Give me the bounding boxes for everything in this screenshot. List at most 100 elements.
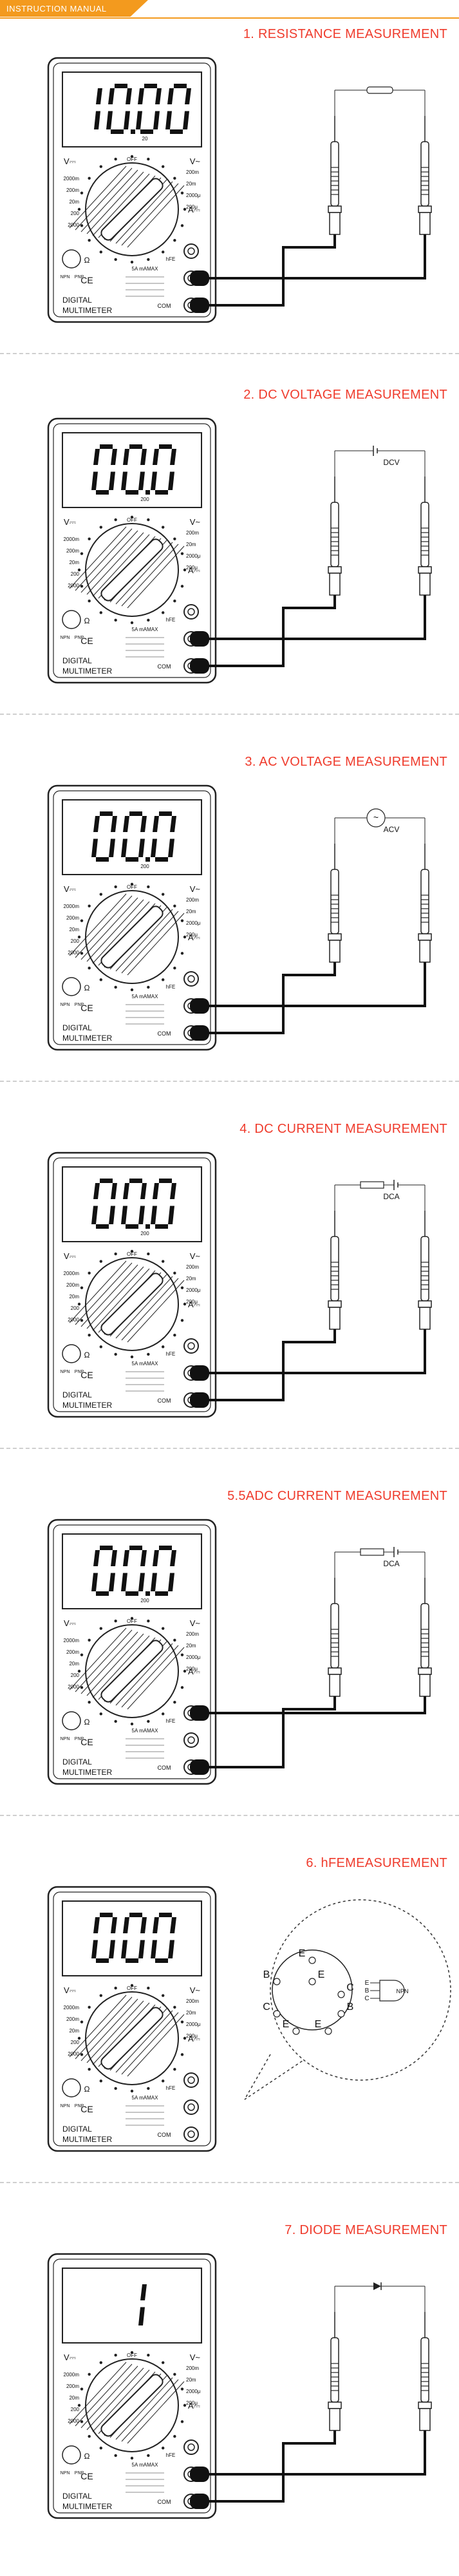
dial-tick bbox=[99, 978, 103, 981]
dial-range-label: 2000m bbox=[64, 904, 80, 909]
hfe-socket[interactable] bbox=[62, 2078, 81, 2098]
section-divider bbox=[0, 353, 459, 354]
dial-knob[interactable] bbox=[99, 537, 165, 603]
dial-tick bbox=[147, 985, 150, 989]
dial-range-label: 2000μ bbox=[186, 2389, 201, 2394]
dial-grip-line bbox=[80, 1264, 138, 1327]
dial-tick bbox=[99, 2079, 103, 2083]
vdc-label: V⎓ bbox=[64, 1985, 76, 1995]
dial-knob[interactable] bbox=[99, 1271, 165, 1337]
dial-tick bbox=[114, 2454, 117, 2458]
dial-grip-line bbox=[92, 901, 150, 964]
dial-tick bbox=[88, 1700, 91, 1704]
dial-knob[interactable] bbox=[99, 2005, 165, 2071]
hfe-socket[interactable] bbox=[62, 977, 81, 996]
dial-tick bbox=[130, 621, 134, 625]
banana-plug bbox=[190, 2467, 209, 2482]
dial-range-label: 200m bbox=[66, 548, 79, 554]
dial-grip-line bbox=[80, 169, 138, 232]
hfe-socket[interactable] bbox=[62, 249, 81, 269]
dial-grip-line bbox=[69, 893, 127, 956]
lead-wire-black bbox=[198, 595, 336, 667]
dial-tick bbox=[80, 224, 84, 227]
vac-label: V~ bbox=[190, 156, 201, 166]
transistor-pin-label: B bbox=[365, 1987, 370, 1994]
npn-label: NPN bbox=[61, 1737, 70, 1741]
dial-tick bbox=[180, 952, 184, 955]
dial-range-label: 200 bbox=[71, 2040, 80, 2045]
dial-knob[interactable] bbox=[99, 1638, 165, 1704]
lcd-segment bbox=[136, 111, 142, 129]
dial-range-label: 20m bbox=[186, 2377, 196, 2383]
hfe-socket[interactable] bbox=[62, 1344, 81, 1363]
dial-tick bbox=[161, 251, 165, 254]
dial-knob[interactable] bbox=[99, 176, 165, 242]
dial-range-label: 20m bbox=[186, 909, 196, 914]
hfe-socket[interactable] bbox=[62, 610, 81, 629]
dial-tick bbox=[183, 935, 187, 939]
dial-grip-line bbox=[86, 2367, 144, 2430]
hfe-socket[interactable] bbox=[62, 2445, 81, 2465]
dial-tick bbox=[80, 1286, 84, 1289]
adc-label: A⎓ bbox=[188, 2034, 200, 2043]
lcd-readout bbox=[91, 444, 176, 495]
npn-label: NPN bbox=[61, 2104, 70, 2108]
dial-range-label: 200μ bbox=[186, 2400, 198, 2406]
dial-tick bbox=[183, 568, 187, 572]
dial-knob[interactable] bbox=[99, 2372, 165, 2438]
hfe-socket[interactable] bbox=[62, 1711, 81, 1730]
dial-tick bbox=[88, 2005, 91, 2009]
section-figure: 200OFFV⎓V~A⎓2000m200m20m2002000200m20m20… bbox=[47, 784, 432, 1051]
lcd-segment bbox=[151, 838, 157, 857]
dial-tick bbox=[99, 251, 103, 254]
dial-tick bbox=[180, 2020, 184, 2023]
lcd-segment bbox=[140, 1917, 147, 1933]
lcd-segment bbox=[155, 88, 162, 104]
lcd-segment bbox=[121, 1206, 127, 1224]
lcd-segment bbox=[159, 811, 172, 816]
dial-tick bbox=[147, 258, 150, 261]
dial-grip-line bbox=[69, 1627, 127, 1690]
dial-tick bbox=[161, 1627, 165, 1630]
dial-tick bbox=[114, 1986, 117, 1990]
hfe-label: hFE bbox=[166, 256, 176, 262]
dial-range-label: 2000μ bbox=[186, 920, 201, 926]
dial-range-label: 200 bbox=[71, 1305, 80, 1311]
lcd-segment bbox=[167, 88, 174, 104]
brand-line2: MULTIMETER bbox=[62, 1034, 112, 1043]
dial-range-label: 2000 bbox=[68, 222, 79, 228]
ohm-label: Ω bbox=[84, 2452, 90, 2461]
dial-grip-line bbox=[115, 542, 173, 605]
dial-grip-line bbox=[92, 1635, 150, 1698]
dial-range-label: 20m bbox=[186, 1276, 196, 1282]
lcd-segment bbox=[165, 111, 172, 129]
dial-tick bbox=[99, 611, 103, 614]
dial-range-label: 200 bbox=[71, 1672, 80, 1678]
lcd-range-label: 20 bbox=[142, 136, 148, 142]
dial-tick bbox=[173, 2067, 176, 2071]
dial-range-label: 2000 bbox=[68, 583, 79, 589]
dial-tick bbox=[173, 599, 176, 603]
banana-plug bbox=[190, 1025, 209, 1041]
section-divider bbox=[0, 1081, 459, 1082]
fuse-label: 5A mAMAX bbox=[132, 2462, 159, 2468]
npn-label: NPN bbox=[61, 636, 70, 640]
lcd-segment bbox=[91, 1573, 98, 1591]
dial-tick bbox=[147, 2353, 150, 2357]
lcd-segment bbox=[126, 490, 138, 495]
dial-tick bbox=[173, 2434, 176, 2438]
lead-wire-black bbox=[198, 2430, 336, 2503]
vdc-label: V⎓ bbox=[64, 1251, 76, 1261]
lcd-segment bbox=[94, 111, 100, 129]
dial-knob[interactable] bbox=[99, 904, 165, 970]
brand-line2: MULTIMETER bbox=[62, 2135, 112, 2144]
dial-range-label: 200μ bbox=[186, 565, 198, 571]
dial-grip-line bbox=[127, 1647, 185, 1710]
lcd-segment bbox=[170, 1917, 176, 1933]
dial-off-label: OFF bbox=[127, 1618, 137, 1624]
lcd-segment bbox=[151, 471, 157, 490]
hfe-pin-hole bbox=[308, 1978, 316, 1985]
dial-grip-line bbox=[86, 899, 144, 962]
brand-line1: DIGITAL bbox=[62, 656, 92, 665]
dial-range-label: 20m bbox=[186, 542, 196, 547]
